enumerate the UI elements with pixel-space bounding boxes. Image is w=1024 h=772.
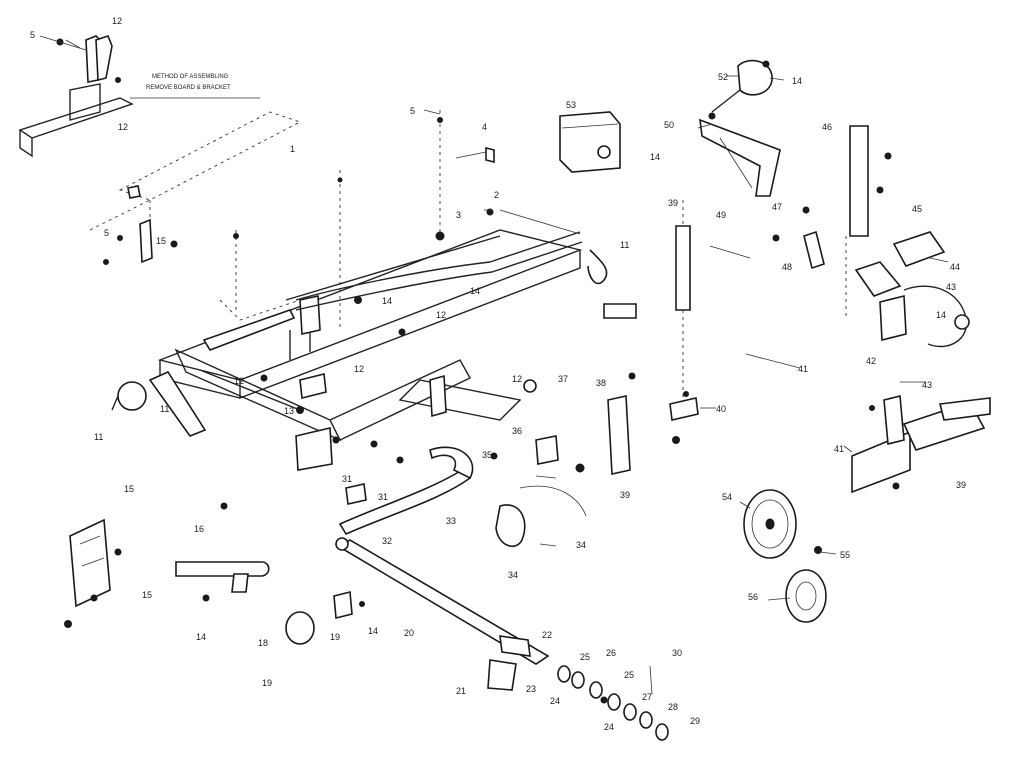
callout-label: 41	[834, 444, 844, 454]
callout-label: 12	[512, 374, 522, 384]
callout-label: 34	[576, 540, 586, 550]
callout-label: 39	[668, 198, 678, 208]
callout-label: 19	[262, 678, 272, 688]
callout-label: 26	[606, 648, 616, 658]
inset-assembly-detail	[18, 35, 260, 158]
callout-label: 14	[382, 296, 392, 306]
callout-label: 30	[672, 648, 682, 658]
callout-label: 3	[456, 210, 461, 220]
left-lower-parts	[64, 502, 365, 645]
callout-label: 28	[668, 702, 678, 712]
callout-label: 43	[946, 282, 956, 292]
callout-label: 36	[512, 426, 522, 436]
callout-label: 5	[410, 106, 415, 116]
callout-label: 34	[508, 570, 518, 580]
callout-label: 24	[550, 696, 560, 706]
callout-label: 38	[596, 378, 606, 388]
leader-lines	[65, 39, 949, 601]
callout-label: 14	[470, 286, 480, 296]
callout-label: 5	[104, 228, 109, 238]
callout-label: 45	[912, 204, 922, 214]
callout-label: 14	[936, 310, 946, 320]
callout-label: 15	[156, 236, 166, 246]
callout-label: 39	[956, 480, 966, 490]
callout-label: 40	[716, 404, 726, 414]
main-chassis-frame	[111, 229, 583, 471]
callout-label: 44	[950, 262, 960, 272]
callout-label: 12	[436, 310, 446, 320]
callout-label: 15	[142, 590, 152, 600]
lever-assembly	[699, 59, 781, 197]
callout-label: 47	[772, 202, 782, 212]
callout-label: 14	[650, 152, 660, 162]
callout-label: 25	[624, 670, 634, 680]
callout-label: 41	[798, 364, 808, 374]
callout-label: 12	[354, 364, 364, 374]
callout-label: 31	[342, 474, 352, 484]
callout-label: 20	[404, 628, 414, 638]
callout-label: 15	[124, 484, 134, 494]
callout-label: 54	[722, 492, 732, 502]
callout-label: 4	[482, 122, 487, 132]
callout-label: 25	[580, 652, 590, 662]
callout-label: 32	[382, 536, 392, 546]
callout-numbers: 12 5 12 1 5 4 3 2 11 14 14 12 12 13 11 1…	[30, 16, 966, 732]
callout-label: 49	[716, 210, 726, 220]
callout-label: 33	[446, 516, 456, 526]
fender-parts	[338, 379, 631, 548]
callout-label: 1	[290, 144, 295, 154]
top-center-hardware	[423, 109, 621, 173]
callout-label: 27	[642, 692, 652, 702]
callout-label: 43	[922, 380, 932, 390]
right-post-assembly	[772, 125, 970, 348]
callout-label: 21	[456, 686, 466, 696]
vertical-adjust-bar	[603, 200, 801, 444]
callout-label: 55	[840, 550, 850, 560]
callout-label: 11	[620, 240, 629, 250]
callout-label: 2	[494, 190, 499, 200]
callout-label: 42	[866, 356, 876, 366]
right-hitch-bracket	[851, 394, 991, 494]
callout-label: 31	[378, 492, 388, 502]
callout-label: 11	[160, 404, 169, 414]
loose-hardware	[103, 117, 636, 473]
callout-label: 14	[368, 626, 378, 636]
callout-label: 46	[822, 122, 832, 132]
callout-label: 16	[194, 524, 204, 534]
callout-label: 14	[196, 632, 206, 642]
callout-label: 12	[118, 122, 128, 132]
callout-label: 23	[526, 684, 536, 694]
callout-label: 39	[620, 490, 630, 500]
inset-note-line-1: METHOD OF ASSEMBLING	[152, 74, 229, 80]
callout-label: 48	[782, 262, 792, 272]
callout-label: 37	[558, 374, 568, 384]
callout-label: 52	[718, 72, 728, 82]
tow-handle-assembly	[295, 209, 608, 311]
callout-label: 35	[482, 450, 492, 460]
inset-note-line-2: REMOVE BOARD & BRACKET	[146, 85, 231, 91]
callout-label: 12	[234, 376, 244, 386]
callout-label: 24	[604, 722, 614, 732]
callout-label: 11	[94, 432, 103, 442]
callout-label: 50	[664, 120, 674, 130]
wheel-assembly	[743, 489, 827, 623]
callout-label: 18	[258, 638, 268, 648]
callout-label: 14	[792, 76, 802, 86]
callout-label: 22	[542, 630, 552, 640]
callout-label: 29	[690, 716, 700, 726]
axle-assembly	[335, 537, 669, 741]
callout-label: 12	[112, 16, 122, 26]
callout-label: 19	[330, 632, 340, 642]
callout-label: 5	[30, 30, 35, 40]
callout-label: 13	[284, 406, 294, 416]
callout-label: 53	[566, 100, 576, 110]
callout-label: 56	[748, 592, 758, 602]
